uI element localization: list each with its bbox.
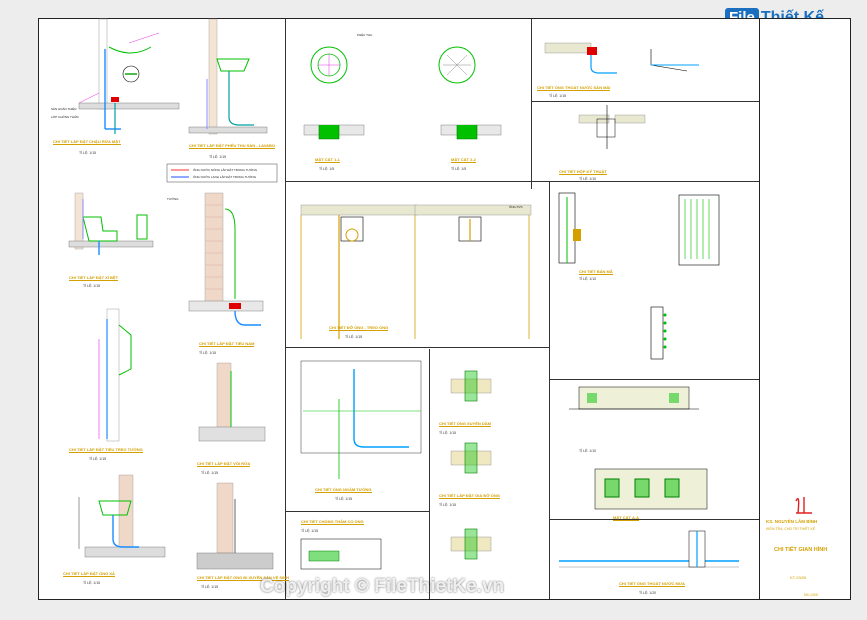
p4-title: CHI TIẾT LẮP ĐẶT TIỂU NAM [199,341,255,347]
divider-v2 [531,19,532,189]
p14-scale: TỈ LỆ: 1/15 [439,503,457,507]
p1-scale: TỈ LỆ: 1/15 [79,151,97,155]
legend-item-cold: ỐNG NƯỚC LẠNH LẮP ĐẶT TRONG TƯỜNG [193,175,257,179]
p17-scale: TỈ LỆ: 1/10 [579,177,597,181]
p16-scale: TỈ LỆ: 1/15 [549,94,567,98]
p19-title: MẶT CẮT A-A [613,515,640,521]
p10-scale: TỈ LỆ: 1/5 [451,167,467,171]
p16-title: CHI TIẾT ỐNG THOÁT NƯỚC SÀN MÁI [537,85,611,91]
label-pipe: ỐNG PVC [509,205,523,209]
drawing-title: CHI TIẾT GIAN HÌNH [774,547,828,553]
p15-scale: TỈ LỆ: 1/15 [301,529,319,533]
divider-h4 [549,379,759,380]
p19-scale: TỈ LỆ: 1/10 [579,449,597,453]
divider-h1 [285,181,759,182]
p12-title: CHI TIẾT ỐNG NGẦM TƯỜNG [315,487,372,493]
label-waterproof: LỚP CHỐNG THẤM [51,115,79,119]
divider-v1 [285,19,286,599]
p3-scale: TỈ LỆ: 1/15 [83,284,101,288]
p20-title: CHI TIẾT ỐNG THOÁT NƯỚC MƯA [619,581,686,587]
p4-scale: TỈ LỆ: 1/15 [199,351,217,355]
p13-scale: TỈ LỆ: 1/15 [439,431,457,435]
p18-title: CHI TIẾT BẢN MÃ [579,269,613,275]
p18-scale: TỈ LỆ: 1/10 [579,277,597,281]
p6-scale: TỈ LỆ: 1/15 [201,471,219,475]
p7-scale: TỈ LỆ: 1/15 [83,581,101,585]
legend-item-hot: ỐNG NƯỚC NÓNG LẮP ĐẶT TRONG TƯỜNG [193,168,258,172]
title-block-graphics [795,497,812,514]
p10-title: MẶT CẮT 2-2 [451,157,476,163]
label-floor: SÀN HOÀN THIỆN [51,107,77,111]
p7-title: CHI TIẾT LẮP ĐẶT ỐNG XẢ [63,571,115,577]
p6-title: CHI TIẾT LẮP ĐẶT VÒI RỬA [197,461,251,467]
engineer-name: KS. NGUYỄN LÂM BÌNH [766,519,818,524]
engineer-role: KIỂM TRA, CHỦ TRÌ THIẾT KẾ [766,527,816,531]
p14-title: CHI TIẾT LẮP ĐẶT GIÁ ĐỠ ỐNG [439,493,500,499]
p12-scale: TỈ LỆ: 1/15 [335,497,353,501]
p2-title: CHI TIẾT LẮP ĐẶT PHỄU THU SÀN - LAVABO [189,143,275,149]
cad-drawing [68,18,739,570]
divider-h6 [285,511,429,512]
divider-v4 [429,349,430,599]
drawing-sheet: CHI TIẾT LẮP ĐẶT CHẬU RỬA MẶT TỈ LỆ: 1/1… [38,18,760,600]
p8-scale: TỈ LỆ: 1/15 [201,585,219,589]
p15-title: CHI TIẾT CHỐNG THẤM CỔ ỐNG [301,519,364,525]
p3-title: CHI TIẾT LẮP ĐẶT XÍ BỆT [69,275,119,281]
p13-title: CHI TIẾT ỐNG XUYÊN DẦM [439,421,492,427]
watermark: Copyright © FileThietKe.vn [260,576,505,597]
p8-title: CHI TIẾT LẮP ĐẶT ỐNG ĐI XUYÊN SÀN VỆ SIN… [197,575,289,581]
p9-title: MẶT CẮT 1-1 [315,157,340,163]
sheet-code: KT-03/05 [790,575,807,580]
divider-h5 [549,519,759,520]
p5-title: CHI TIẾT LẮP ĐẶT TIỂU TREO TƯỜNG [69,447,143,453]
p1-title: CHI TIẾT LẮP ĐẶT CHẬU RỬA MẶT [53,139,121,145]
sheet-number: NS-1/5/5 [804,593,818,597]
p5-scale: TỈ LỆ: 1/15 [89,457,107,461]
label-wall: TƯỜNG [167,197,179,201]
label-drain: PHỄU THU [357,33,373,37]
p20-scale: TỈ LỆ: 1/20 [639,591,657,595]
title-block: KS. NGUYỄN LÂM BÌNH KIỂM TRA, CHỦ TRÌ TH… [760,18,851,600]
p2-scale: TỈ LỆ: 1/15 [209,155,227,159]
p9-scale: TỈ LỆ: 1/5 [319,167,335,171]
p17-title: CHI TIẾT HỘP KỸ THUẬT [559,169,607,175]
divider-v3 [549,181,550,599]
divider-h2 [285,347,549,348]
p11-title: CHI TIẾT ĐỠ ỐNG - TREO ỐNG [329,325,389,331]
p11-scale: TỈ LỆ: 1/15 [345,335,363,339]
divider-h3 [531,101,759,102]
